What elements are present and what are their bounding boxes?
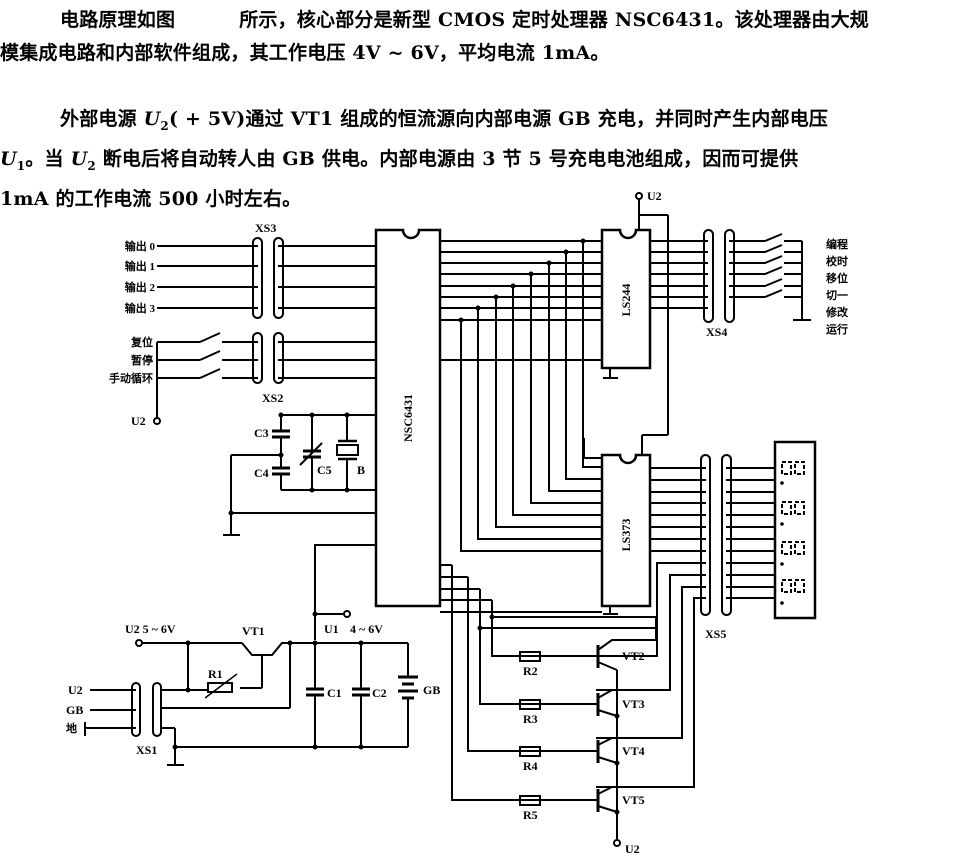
intro-paragraph: 电路原理如图 所示，核心部分是新型 CMOS 定时处理器 NSC6431。该处理器… xyxy=(0,4,954,70)
r3-label: R3 xyxy=(523,712,538,726)
xs1-gb-label: GB xyxy=(66,703,83,717)
chip-nsc6431-label: NSC6431 xyxy=(401,394,415,442)
power-paragraph: 外部电源 U2( + 5V)通过 VT1 组成的恒流源向内部电源 GB 充电，并… xyxy=(0,103,954,216)
control-switches[interactable] xyxy=(156,332,376,418)
transistor-drive-lines xyxy=(440,564,656,801)
text-fragment: 电路原理如图 xyxy=(60,9,176,31)
power-junctions xyxy=(172,611,364,750)
var-sub: 2 xyxy=(160,118,169,133)
u2-label-bottom: U2 xyxy=(625,842,640,856)
c3-label: C3 xyxy=(254,426,269,440)
xs3-label: XS3 xyxy=(255,221,276,235)
u2-label-left: U2 xyxy=(131,414,146,428)
chip-ls244: LS244 xyxy=(600,228,652,379)
power-line-1: 外部电源 U2( + 5V)通过 VT1 组成的恒流源向内部电源 GB 充电，并… xyxy=(0,103,954,143)
power-supply xyxy=(84,544,418,766)
key-program-label: 编程 xyxy=(826,237,848,251)
c2-label: C2 xyxy=(372,686,387,700)
u2-terminal-bottom xyxy=(613,839,621,847)
r2-label: R2 xyxy=(523,664,538,678)
vt3-label: VT3 xyxy=(622,697,645,711)
output-1-label: 输出 1 xyxy=(125,259,155,273)
output-lines xyxy=(157,245,376,309)
xs4-label: XS4 xyxy=(706,325,727,339)
u2-input-terminal xyxy=(135,639,143,647)
c1-label: C1 xyxy=(327,686,342,700)
connector-xs4[interactable] xyxy=(703,229,735,323)
connector-xs5[interactable] xyxy=(700,454,732,616)
xs5-label: XS5 xyxy=(705,627,726,641)
data-bus xyxy=(440,240,602,552)
transistor-junctions xyxy=(477,614,620,815)
chip-ls244-label: LS244 xyxy=(619,284,633,317)
reset-label: 复位 xyxy=(130,335,153,349)
key-shift-label: 移位 xyxy=(826,271,848,285)
manual-cycle-label: 手动循环 xyxy=(109,371,153,385)
chip-ls373-label: LS373 xyxy=(619,519,633,552)
var-u: U xyxy=(143,108,161,130)
r5-label: R5 xyxy=(523,808,538,822)
u1-range-label: 4 ~ 6V xyxy=(350,622,383,636)
var-sub: 1 xyxy=(16,158,26,173)
display-bus xyxy=(596,467,775,788)
pause-label: 暂停 xyxy=(131,353,153,367)
vt2-label: VT2 xyxy=(622,649,645,663)
text-fragment: 。当 xyxy=(25,147,71,170)
xs2-label: XS2 xyxy=(262,391,283,405)
key-modify-label: 修改 xyxy=(825,305,849,319)
u1-label: U1 xyxy=(324,622,339,636)
key-set-time-label: 校时 xyxy=(826,254,848,268)
xs1-u2-label: U2 xyxy=(68,683,83,697)
text-fragment: 外部电源 xyxy=(60,108,144,130)
intro-line-2: 模集成电路和内部软件组成，其工作电压 4V ~ 6V，平均电流 1mA。 xyxy=(0,42,610,64)
c4-label: C4 xyxy=(254,466,269,480)
u2-label-top: U2 xyxy=(647,189,662,203)
c5-label: C5 xyxy=(317,463,332,477)
power-line-2: U1。当 U2 断电后将自动转人由 GB 供电。内部电源由 3 节 5 号充电电… xyxy=(0,143,954,183)
bus-junctions xyxy=(458,238,586,323)
xs1-label: XS1 xyxy=(136,743,157,757)
chip-nsc6431: NSC6431 xyxy=(374,228,442,608)
text-fragment: 所示，核心部分是新型 CMOS 定时处理器 NSC6431。该处理器由大规 xyxy=(239,9,869,31)
connector-xs2[interactable] xyxy=(252,332,284,384)
key-run-label: 运行 xyxy=(826,322,848,336)
vt5-label: VT5 xyxy=(622,793,645,807)
gb-label: GB xyxy=(423,683,440,697)
var-u: U xyxy=(0,147,17,170)
u2-terminal-left xyxy=(153,417,161,425)
key-switch-label: 切一 xyxy=(826,289,848,302)
output-3-label: 输出 3 xyxy=(125,301,156,315)
u2-range-label: U2 5 ~ 6V xyxy=(125,622,176,636)
connector-xs3[interactable] xyxy=(252,237,284,319)
led-display xyxy=(773,440,817,620)
var-u: U xyxy=(70,147,88,170)
output-2-label: 输出 2 xyxy=(125,280,156,294)
key-switches[interactable] xyxy=(650,233,811,321)
oscillator-network xyxy=(223,414,376,536)
output-0-label: 输出 0 xyxy=(125,239,156,253)
vt1-label: VT1 xyxy=(242,624,265,638)
power-line-3: 1mA 的工作电流 500 小时左右。 xyxy=(0,187,302,210)
var-sub: 2 xyxy=(87,158,96,173)
r4-label: R4 xyxy=(523,759,538,773)
chip-ls373: LS373 xyxy=(600,453,652,615)
oscillator-junctions xyxy=(228,412,350,516)
intro-line-1: 电路原理如图 所示，核心部分是新型 CMOS 定时处理器 NSC6431。该处理器… xyxy=(0,4,954,37)
u2-terminal-top xyxy=(635,192,643,200)
vt4-label: VT4 xyxy=(622,744,645,758)
u1-terminal xyxy=(343,610,351,618)
crystal-label: B xyxy=(357,463,365,477)
text-fragment: ( + 5V)通过 VT1 组成的恒流源向内部电源 GB 充电，并同时产生内部电… xyxy=(168,108,829,130)
xs1-ground-label: 地 xyxy=(66,721,77,735)
r1-label: R1 xyxy=(208,667,223,681)
text-fragment: 断电后将自动转人由 GB 供电。内部电源由 3 节 5 号充电电池组成，因而可提… xyxy=(95,147,799,170)
